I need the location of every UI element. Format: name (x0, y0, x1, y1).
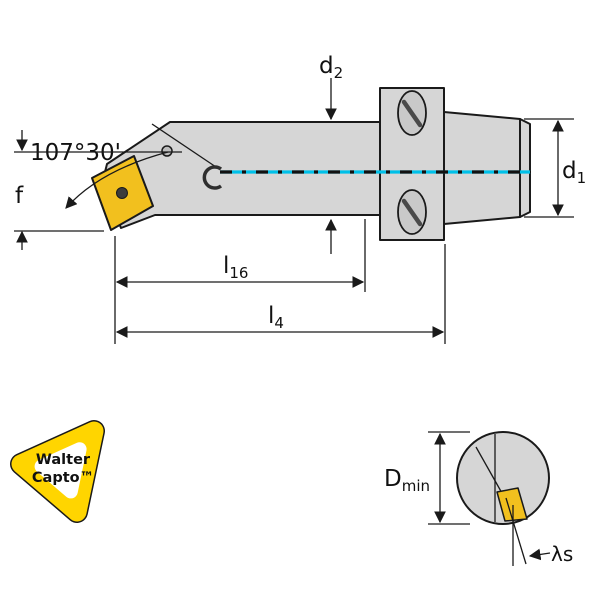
f-label: f (15, 183, 24, 209)
dim-d2: d2 (319, 53, 343, 254)
d1-label: d1 (562, 158, 586, 187)
logo-text-line1: Walter (36, 452, 91, 468)
dmin-label: Dmin (384, 466, 430, 495)
head-screw-hole (161, 145, 173, 157)
flange-slot-top-screw (401, 99, 423, 128)
logo-inner-white (34, 442, 87, 499)
taper-body (443, 111, 521, 225)
end-view: Dmin λs (384, 431, 573, 566)
dim-l16: l16 (114, 219, 366, 344)
logo-text-line2: Capto™ (32, 470, 94, 486)
endview-insert (496, 487, 528, 522)
l4-label: l4 (268, 303, 284, 332)
dim-f: f (14, 130, 104, 250)
lambda-edge-line (505, 497, 527, 565)
angle-annotation: 107°30' (14, 140, 182, 209)
angle-arc-arrow (65, 151, 169, 209)
insert-screw-hole (116, 187, 128, 199)
angle-label: 107°30' (30, 140, 121, 166)
lambda-label: λs (551, 542, 573, 566)
lambda-s-annotation: λs (505, 497, 573, 566)
d2-label: d2 (319, 53, 343, 82)
head-pocket-line (151, 123, 217, 168)
flange-slot-bottom-screw (401, 198, 423, 227)
dim-dmin: Dmin (384, 431, 470, 525)
taper-end-cap (519, 118, 531, 218)
walter-capto-logo: Walter Capto™ (10, 420, 105, 523)
coolant-crescent-icon (202, 165, 223, 190)
main-view: d2 d1 107°30' f l16 (14, 53, 586, 344)
l16-label: l16 (223, 253, 248, 282)
dim-d1: d1 (524, 118, 586, 218)
dim-l4: l4 (115, 244, 446, 344)
tool-body (102, 121, 383, 229)
lambda-arrow (528, 548, 551, 561)
